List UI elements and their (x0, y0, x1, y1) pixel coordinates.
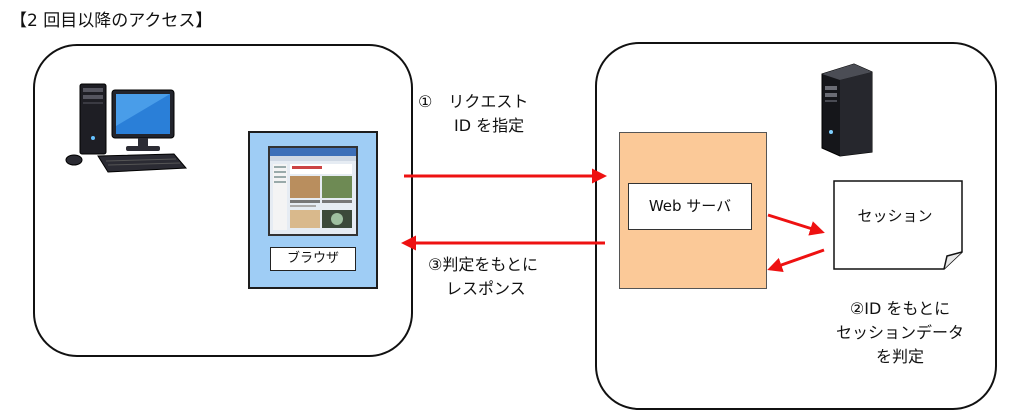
request-line1: ① リクエスト (418, 92, 529, 111)
desktop-pc-icon (65, 83, 188, 173)
webpage-thumbnail-icon (270, 148, 356, 230)
judge-line1: ②ID をもとに (849, 299, 951, 318)
to-session-arrow (767, 213, 825, 236)
from-session-arrow (767, 248, 825, 273)
judge-line3: を判定 (875, 347, 924, 366)
browser-screenshot (268, 146, 358, 236)
session-document-icon (833, 180, 963, 270)
web-server-label: Web サーバ (628, 183, 752, 230)
request-text: ① リクエスト ID を指定 (418, 90, 528, 138)
response-text: ③判定をもとに レスポンス (428, 253, 538, 301)
response-line1: ③判定をもとに (428, 255, 539, 274)
tower-server-icon (821, 63, 873, 157)
diagram-title: 【2 回目以降のアクセス】 (10, 11, 213, 31)
judge-line2: セッションデータ (835, 323, 964, 342)
session-label: セッション (857, 207, 933, 225)
judge-text: ②ID をもとに セッションデータ を判定 (810, 297, 990, 369)
response-line2: レスポンス (446, 279, 526, 298)
web-server-box: Web サーバ (619, 132, 767, 289)
request-line2: ID を指定 (454, 116, 525, 135)
browser-label: ブラウザ (270, 247, 356, 271)
browser-box: ブラウザ (248, 131, 378, 289)
